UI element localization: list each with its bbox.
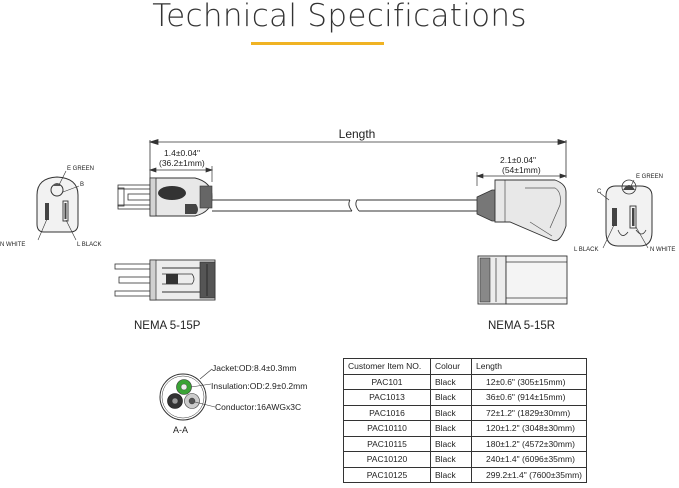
- table-row: PAC1016 Black 72±1.2" (1829±30mm): [343, 404, 587, 421]
- table-row: PAC10115 Black 180±1.2" (4572±30mm): [343, 435, 587, 452]
- plug-face-diagram: [36, 170, 80, 241]
- plug-dimension: [148, 166, 214, 182]
- page-title: Technical Specifications: [152, 0, 527, 34]
- socket-face-c-label: C: [597, 189, 602, 195]
- plug-face-b-label: B: [80, 182, 84, 188]
- cable-cross-section: [159, 368, 216, 421]
- socket-face-neutral-label: N WHITE: [650, 247, 675, 253]
- plug-dimension-inch: 1.4±0.04": [164, 148, 200, 158]
- colour-cell: Black: [430, 435, 472, 452]
- table-row: PAC101 Black 12±0.6" (305±15mm): [343, 373, 587, 390]
- colour-cell: Black: [430, 466, 472, 483]
- insulation-spec: Insulation:OD:2.9±0.2mm: [211, 381, 307, 391]
- length-cell: 240±1.4" (6096±35mm): [471, 451, 587, 468]
- item-no-cell: PAC10110: [343, 420, 431, 437]
- item-no-cell: PAC10115: [343, 435, 431, 452]
- item-no-cell: PAC10120: [343, 451, 431, 468]
- socket-dimension: [475, 172, 568, 186]
- table-row: PAC10120 Black 240±1.4" (6096±35mm): [343, 451, 587, 468]
- plug-type-label: NEMA 5-15P: [134, 320, 201, 332]
- length-cell: 36±0.6" (914±15mm): [471, 389, 587, 406]
- plug-face-live-label: L BLACK: [77, 242, 101, 248]
- colour-cell: Black: [430, 373, 472, 390]
- socket-front-view: [477, 255, 568, 305]
- colour-cell: Black: [430, 420, 472, 437]
- table-row: PAC10125 Black 299.2±1.4" (7600±35mm): [343, 466, 587, 483]
- length-cell: 120±1.2" (3048±30mm): [471, 420, 587, 437]
- socket-face-live-label: L BLACK: [574, 247, 598, 253]
- title-underline: [251, 42, 384, 45]
- plug-face-neutral-label: N WHITE: [0, 242, 25, 248]
- item-no-cell: PAC1016: [343, 404, 431, 421]
- header-colour: Colour: [430, 358, 472, 375]
- jacket-spec: Jacket:OD:8.4±0.3mm: [212, 363, 297, 373]
- table-header-row: Customer Item NO. Colour Length: [343, 358, 587, 375]
- socket-dimension-inch: 2.1±0.04": [500, 155, 536, 165]
- colour-cell: Black: [430, 451, 472, 468]
- header-length: Length: [471, 358, 587, 375]
- length-cell: 72±1.2" (1829±30mm): [471, 404, 587, 421]
- length-dimension: [148, 138, 568, 178]
- socket-face-diagram: [599, 179, 653, 249]
- plug-face-ground-label: E GREEN: [67, 166, 94, 172]
- colour-cell: Black: [430, 389, 472, 406]
- length-cell: 12±0.6" (305±15mm): [471, 373, 587, 390]
- spec-table: Customer Item NO. Colour Length PAC101 B…: [343, 358, 587, 483]
- plug-dimension-mm: (36.2±1mm): [159, 158, 205, 168]
- socket-dimension-mm: (54±1mm): [502, 165, 541, 175]
- plug-side-view: [117, 177, 213, 217]
- item-no-cell: PAC10125: [343, 466, 431, 483]
- section-label: A-A: [173, 425, 188, 435]
- item-no-cell: PAC101: [343, 373, 431, 390]
- length-cell: 299.2±1.4" (7600±35mm): [471, 466, 587, 483]
- item-no-cell: PAC1013: [343, 389, 431, 406]
- header-item-no: Customer Item NO.: [343, 358, 431, 375]
- colour-cell: Black: [430, 404, 472, 421]
- table-row: PAC1013 Black 36±0.6" (914±15mm): [343, 389, 587, 406]
- cable: [212, 199, 477, 212]
- plug-front-view: [114, 259, 216, 301]
- length-label: Length: [339, 127, 376, 141]
- conductor-spec: Conductor:16AWGx3C: [215, 402, 301, 412]
- length-cell: 180±1.2" (4572±30mm): [471, 435, 587, 452]
- socket-face-ground-label: E GREEN: [636, 174, 663, 180]
- socket-type-label: NEMA 5-15R: [488, 320, 555, 332]
- socket-side-view: [476, 179, 567, 242]
- table-row: PAC10110 Black 120±1.2" (3048±30mm): [343, 420, 587, 437]
